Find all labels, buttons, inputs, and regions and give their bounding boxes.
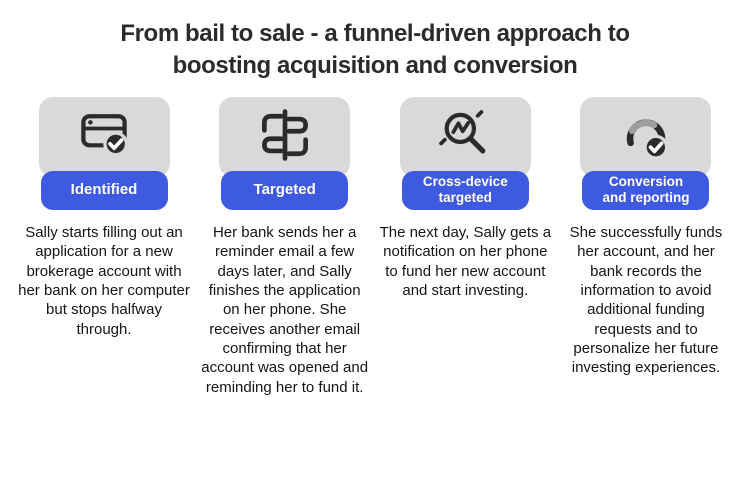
gauge-check-icon: [626, 119, 669, 160]
step-card-cross-device: Cross-device targeted The next day, Sall…: [379, 96, 552, 397]
web-page-check-icon: [81, 113, 129, 157]
cross-channel-icon: [261, 109, 308, 161]
stage-badge-targeted: Targeted: [221, 170, 349, 210]
step-card-identified: Identified Sally starts filling out an a…: [18, 96, 190, 397]
step-card-targeted: Targeted Her bank sends her a reminder e…: [199, 96, 371, 397]
step-card-conversion: Conversion and reporting She successfull…: [560, 96, 732, 397]
step-description: She successfully funds her account, and …: [569, 223, 723, 377]
page-title: From bail to sale - a funnel-driven appr…: [120, 20, 630, 79]
stage-badge-cross-device: Cross-device targeted: [401, 170, 529, 210]
funnel-steps: Identified Sally starts filling out an a…: [0, 96, 750, 397]
infographic-canvas: From bail to sale - a funnel-driven appr…: [0, 18, 750, 487]
search-trend-icon: [439, 109, 486, 154]
icon-tile: [580, 96, 712, 177]
icon-tile: [38, 96, 170, 177]
icon-tile: [219, 96, 351, 177]
step-description: Her bank sends her a reminder email a fe…: [201, 223, 369, 396]
step-description: The next day, Sally gets a notification …: [379, 223, 552, 299]
stage-badge-conversion: Conversion and reporting: [582, 170, 710, 210]
icon-tile: [399, 96, 531, 177]
step-description: Sally starts filling out an application …: [18, 223, 190, 338]
stage-badge-identified: Identified: [40, 170, 168, 210]
